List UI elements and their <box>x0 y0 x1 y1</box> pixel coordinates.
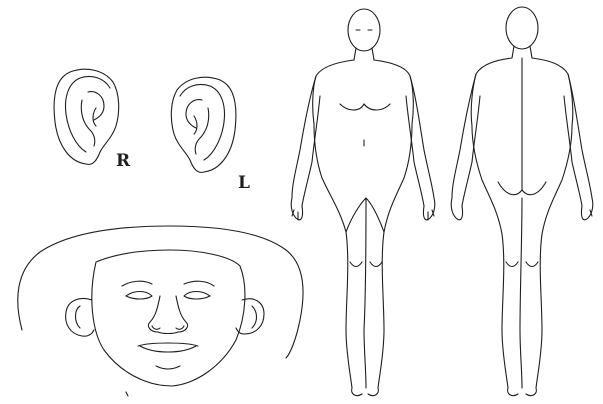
right-ear-label: R <box>116 151 131 171</box>
left-ear-label: L <box>238 173 250 193</box>
right-ear-diagram <box>54 69 119 164</box>
head-face-diagram <box>18 226 303 396</box>
back-body-figure <box>451 7 593 396</box>
front-body-figure <box>291 9 435 396</box>
left-ear-diagram <box>171 77 236 172</box>
